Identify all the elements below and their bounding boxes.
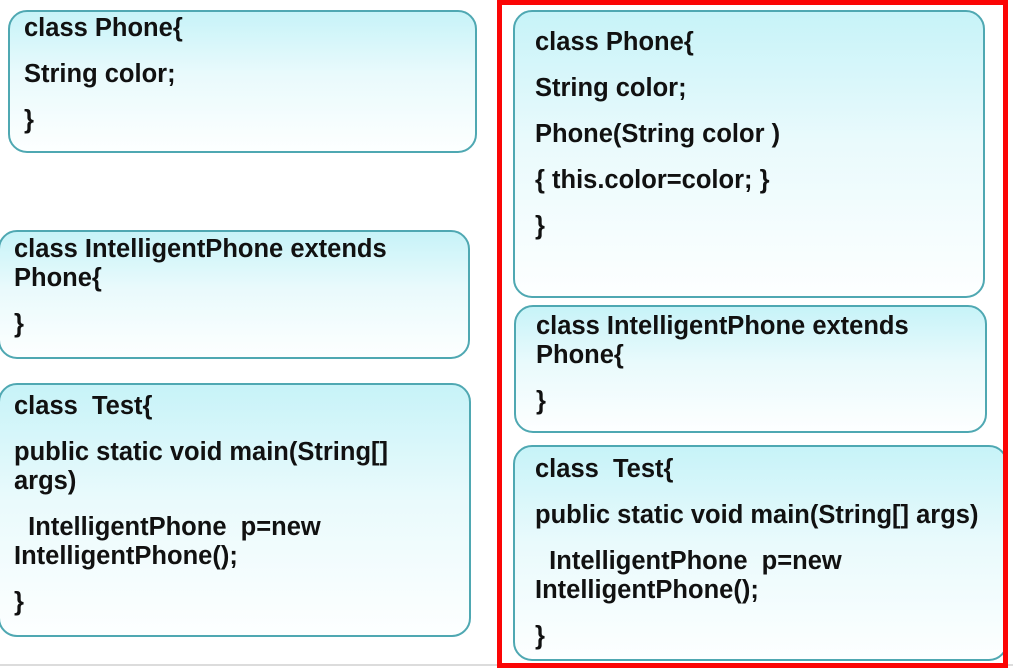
code-line: class Test{: [14, 392, 153, 420]
code-line: }: [24, 106, 34, 134]
code-box-test-class-v2: class Test{ public static void main(Stri…: [513, 445, 1008, 661]
code-line: public static void main(String[] args): [535, 501, 979, 529]
code-line: IntelligentPhone p=new IntelligentPhone(…: [535, 547, 849, 604]
code-line: IntelligentPhone p=new IntelligentPhone(…: [14, 513, 328, 570]
code-line: class Phone{: [535, 28, 694, 56]
code-line: }: [535, 212, 545, 240]
code-line: class IntelligentPhone extends Phone{: [536, 312, 916, 369]
slide-bottom-edge: [0, 664, 1013, 666]
code-line: public static void main(String[] args): [14, 438, 396, 495]
code-line: }: [14, 310, 24, 338]
code-line: }: [536, 387, 546, 415]
code-box-phone-class-v2: class Phone{ String color; Phone(String …: [513, 10, 985, 298]
code-line: String color;: [24, 60, 176, 88]
code-box-phone-class-v1: class Phone{ String color; }: [8, 10, 477, 153]
code-line: class IntelligentPhone extends Phone{: [14, 235, 394, 292]
code-line: class Test{: [535, 455, 674, 483]
code-line: class Phone{: [24, 14, 183, 42]
code-line: String color;: [535, 74, 687, 102]
code-box-intelligentphone-class-v1: class IntelligentPhone extends Phone{ }: [0, 230, 470, 359]
code-box-intelligentphone-class-v2: class IntelligentPhone extends Phone{ }: [514, 305, 987, 433]
code-line: { this.color=color; }: [535, 166, 770, 194]
code-box-test-class-v1: class Test{ public static void main(Stri…: [0, 383, 471, 637]
code-line: }: [14, 588, 24, 616]
code-line: }: [535, 622, 545, 650]
code-line: Phone(String color ): [535, 120, 781, 148]
